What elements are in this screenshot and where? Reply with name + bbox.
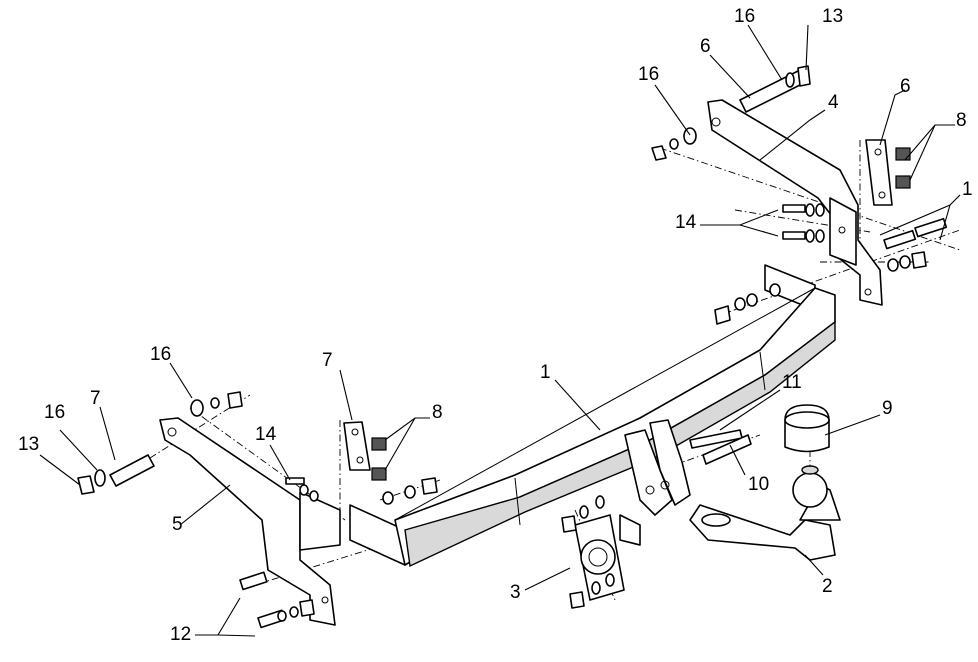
right-clamp-plate — [865, 139, 911, 206]
callout-4: 4 — [828, 92, 839, 113]
callout-labels: 13 16 6 16 4 6 8 1 14 1 11 9 10 2 3 16 7… — [18, 6, 973, 645]
main-cross-bar — [349, 264, 836, 568]
right-side-bracket — [707, 99, 883, 306]
callout-13-right: 13 — [822, 6, 843, 27]
callout-6-right: 6 — [900, 76, 911, 97]
callout-13-left: 13 — [18, 434, 39, 455]
callout-11: 11 — [782, 372, 802, 393]
callout-16-left-top: 16 — [44, 402, 65, 423]
callout-7-right: 6 — [700, 36, 711, 57]
callout-14-left: 14 — [255, 424, 277, 445]
callout-1-mid: 1 — [540, 362, 551, 383]
leader-lines — [39, 24, 961, 637]
callout-8-left: 8 — [432, 402, 443, 423]
right-hardware — [651, 65, 948, 325]
callout-14-right: 14 — [675, 212, 697, 233]
callout-12: 12 — [170, 624, 191, 645]
callout-10: 10 — [748, 474, 769, 495]
callout-3: 3 — [510, 582, 521, 603]
center-hardware — [561, 429, 752, 609]
tow-ball-cap — [784, 404, 830, 453]
callout-1-top: 1 — [962, 179, 973, 200]
left-hardware — [77, 391, 438, 629]
callout-2: 2 — [822, 576, 833, 597]
callout-9: 9 — [882, 398, 893, 419]
callout-16-right-top: 16 — [734, 6, 755, 27]
callout-5: 5 — [172, 514, 183, 535]
callout-16-left-washer: 16 — [150, 344, 171, 365]
callout-6-left: 7 — [322, 350, 333, 371]
callout-16-right-washer: 16 — [638, 64, 659, 85]
callout-8-right: 8 — [956, 110, 967, 131]
left-clamp-plate — [343, 421, 387, 481]
callout-7-left: 7 — [90, 388, 101, 409]
tow-ball-mount — [689, 465, 841, 561]
left-side-bracket — [159, 417, 341, 626]
